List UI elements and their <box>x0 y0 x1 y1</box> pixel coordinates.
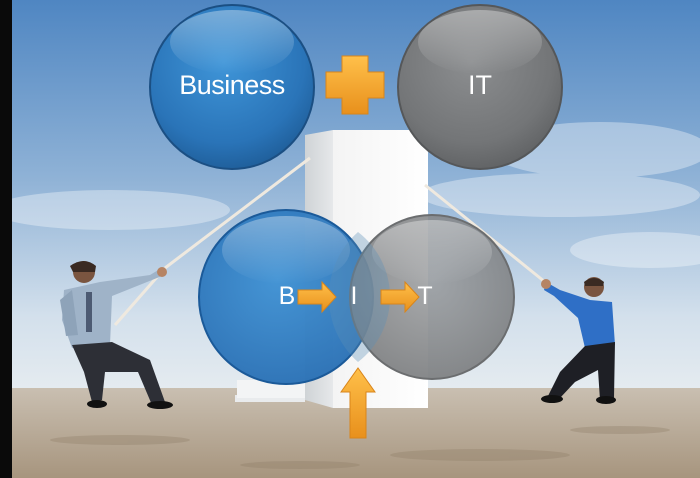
arrow-right-icon <box>380 280 420 314</box>
business-label: Business <box>179 70 285 100</box>
arrow-right-icon <box>297 280 337 314</box>
background-scene <box>12 0 700 478</box>
it-circle <box>397 4 563 170</box>
businessman-right <box>541 277 616 404</box>
t-label: T <box>417 282 433 310</box>
b-circle <box>198 209 374 385</box>
it-label: IT <box>468 70 492 100</box>
arrow-up-icon <box>340 367 376 439</box>
left-edge-bar <box>0 0 12 478</box>
t-circle <box>349 214 515 380</box>
plus-icon <box>325 55 385 115</box>
business-circle <box>149 4 315 170</box>
businessman-left <box>60 261 173 409</box>
i-label: I <box>350 282 358 310</box>
b-label: B <box>278 282 296 310</box>
ground-texture <box>50 426 670 469</box>
intersection-overlap <box>328 232 391 362</box>
clouds <box>12 122 700 268</box>
